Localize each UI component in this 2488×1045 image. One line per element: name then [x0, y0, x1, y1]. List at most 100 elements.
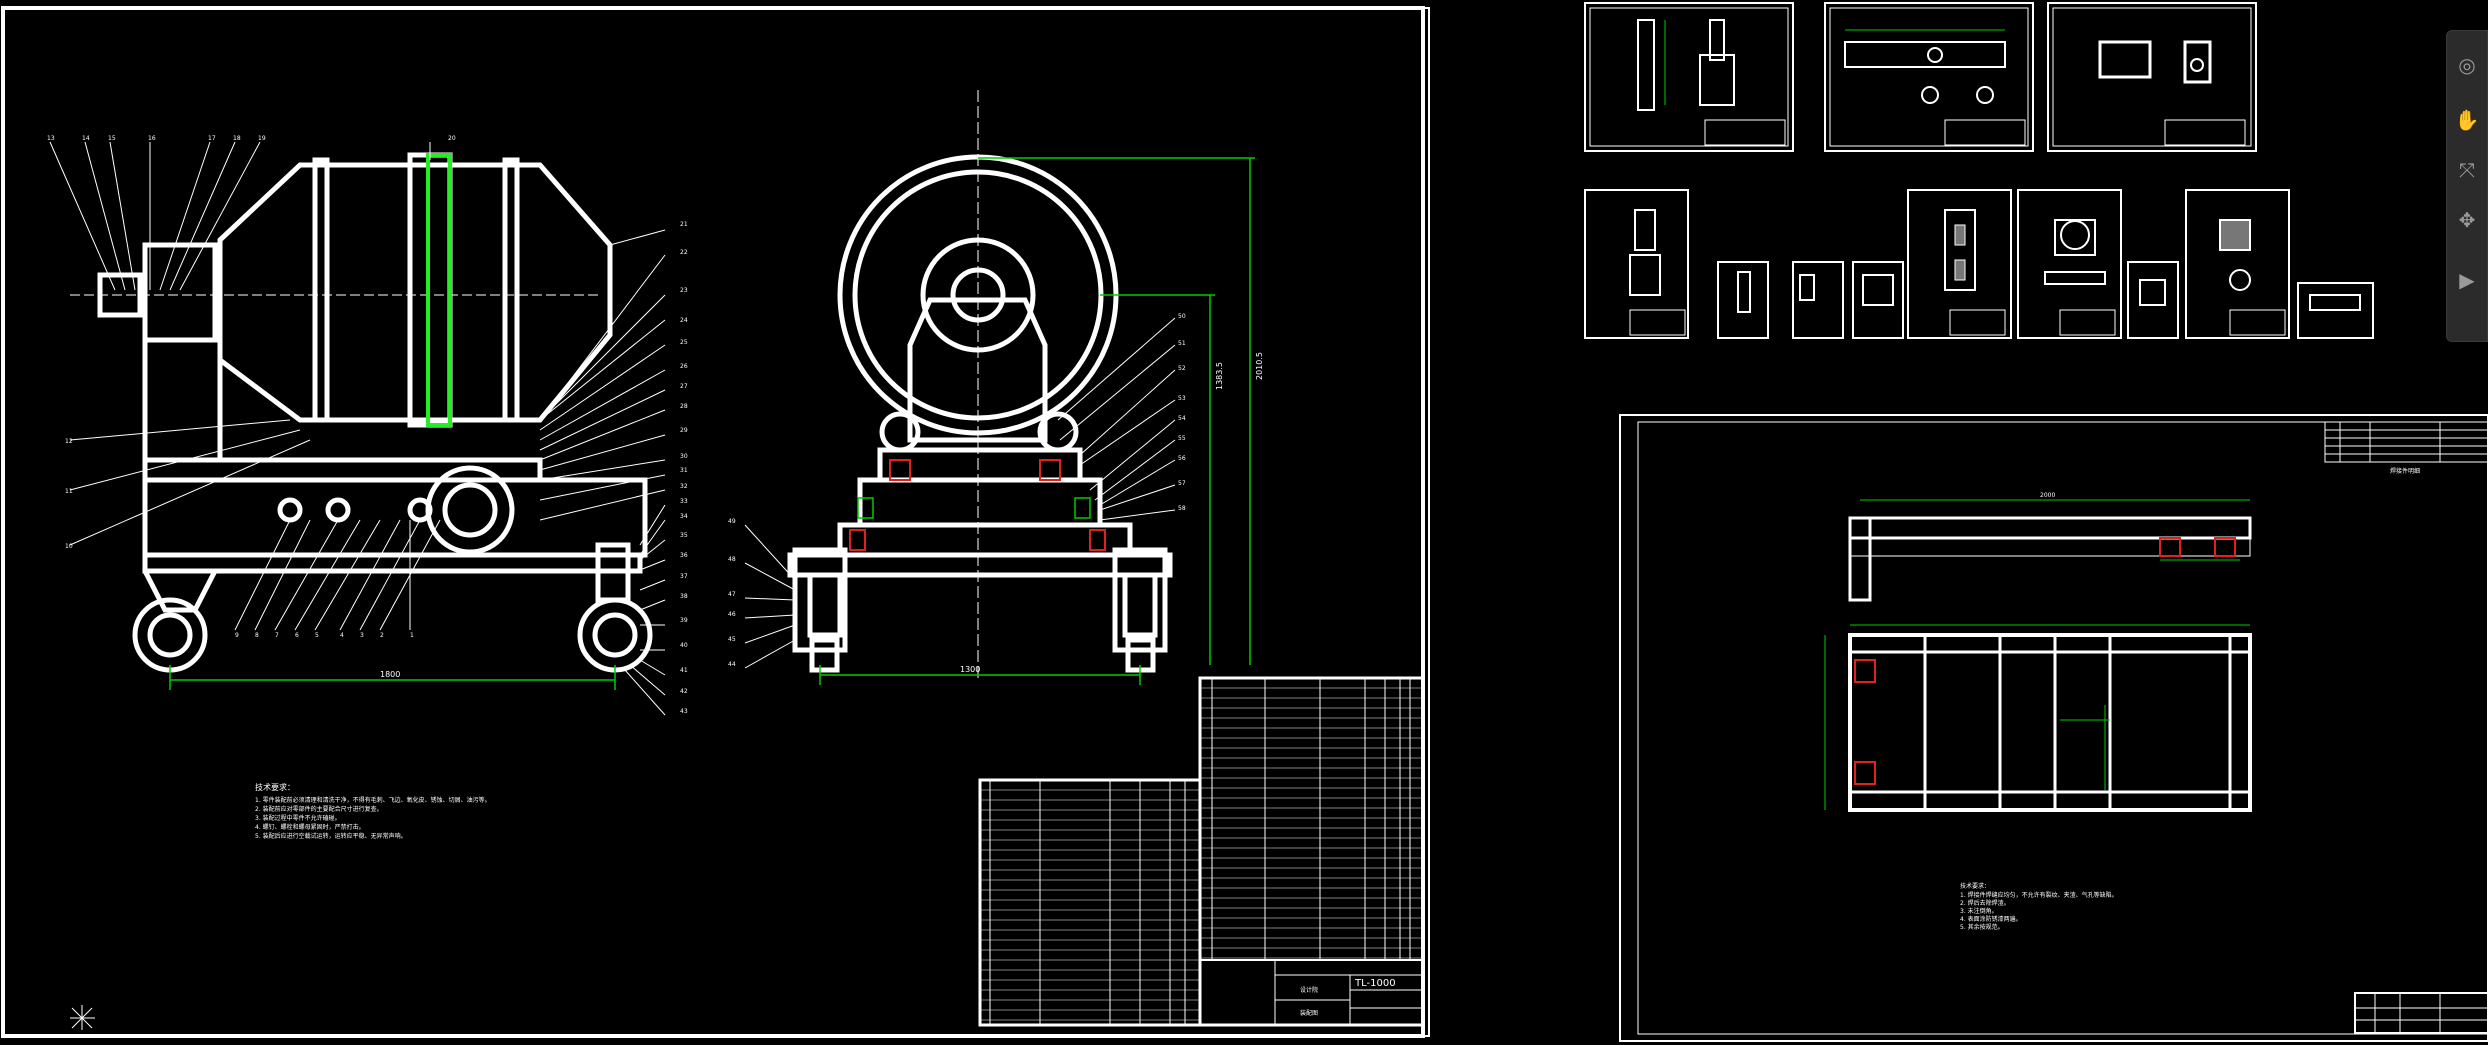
frame-dim-top: 2000: [2040, 492, 2055, 499]
balloon-number: 38: [680, 593, 688, 600]
detail-sheet-6[interactable]: [1792, 261, 1844, 339]
balloon-number: 50: [1178, 313, 1186, 320]
balloon-number: 27: [680, 383, 688, 390]
balloon-number: 20: [448, 135, 456, 142]
frame-hatch: [1854, 537, 2236, 785]
balloon-number: 37: [680, 573, 688, 580]
dim-front-width: 1300: [960, 665, 980, 674]
balloon-number: 54: [1178, 415, 1186, 422]
detail-sheet-2[interactable]: [1824, 2, 2034, 152]
balloon-number: 10: [65, 543, 73, 550]
balloon-number: 17: [208, 135, 216, 142]
steering-wheel-icon[interactable]: ◎: [2458, 53, 2476, 77]
balloon-number: 18: [233, 135, 241, 142]
bom-rows-left: [980, 789, 1200, 1021]
detail-sheet-9[interactable]: [2017, 189, 2122, 339]
balloon-number: 25: [680, 339, 688, 346]
frame-note-1: 1. 焊接件焊缝应均匀，不允许有裂纹、夹渣、气孔等缺陷。: [1960, 891, 2118, 899]
detail-sheet-4[interactable]: [1584, 189, 1689, 339]
main-notes: 技术要求： 1. 零件装配前必须清理和清洗干净，不得有毛刺、飞边、氧化皮、锈蚀、…: [255, 782, 491, 840]
frame-note-2: 2. 焊后去除焊渣。: [1960, 899, 2010, 907]
frame-parts-list: [2324, 421, 2488, 463]
drawing-number: TL-1000: [1354, 978, 1396, 989]
title-block: [1199, 959, 1424, 1026]
balloon-number: 23: [680, 287, 688, 294]
detail-sheet-3[interactable]: [2047, 2, 2257, 152]
side-view-leaders: [49, 141, 666, 716]
balloon-number: 24: [680, 317, 688, 324]
balloon-number: 15: [108, 135, 116, 142]
bom-rows-right: [1200, 687, 1423, 959]
drawing-name: 装配图: [1300, 1009, 1318, 1017]
balloon-number: 1: [410, 632, 414, 639]
detail-sheet-7[interactable]: [1852, 261, 1904, 339]
frame-note-5: 5. 其余按规范。: [1960, 923, 2004, 931]
balloon-number: 36: [680, 552, 688, 559]
company-name: 设计院: [1300, 986, 1318, 994]
balloon-number: 29: [680, 427, 688, 434]
detail-sheet-5[interactable]: [1717, 261, 1769, 339]
detail-sheet-8[interactable]: [1907, 189, 2012, 339]
main-note-3: 3. 装配过程中零件不允许磕碰。: [255, 814, 341, 822]
side-view-dimensions: [169, 665, 616, 690]
balloon-number: 30: [680, 453, 688, 460]
detail-sheet-11[interactable]: [2185, 189, 2290, 339]
balloon-number: 52: [1178, 365, 1186, 372]
front-view-hatch: [849, 459, 1106, 551]
showmotion-icon[interactable]: ▶: [2459, 268, 2475, 292]
detail-sheet-10[interactable]: [2127, 261, 2179, 339]
pan-icon[interactable]: ✋: [2454, 108, 2480, 132]
balloon-number: 58: [1178, 505, 1186, 512]
detail-sheets[interactable]: [1584, 2, 2374, 339]
balloon-number: 19: [258, 135, 266, 142]
balloon-number: 49: [728, 518, 736, 525]
balloon-number: 48: [728, 556, 736, 563]
front-view-dimensions: [819, 157, 1255, 685]
frame-note-4: 4. 表面涂防锈漆两遍。: [1960, 915, 2022, 923]
detail-sheet-1[interactable]: [1584, 2, 1794, 152]
main-notes-title: 技术要求：: [255, 782, 295, 792]
balloon-number: 26: [680, 363, 688, 370]
balloon-number: 56: [1178, 455, 1186, 462]
balloon-number: 57: [1178, 480, 1186, 487]
balloon-number: 28: [680, 403, 688, 410]
balloon-number: 8: [255, 632, 259, 639]
balloon-number: 4: [340, 632, 344, 639]
balloon-number: 13: [47, 135, 55, 142]
orbit-icon[interactable]: ✥: [2458, 208, 2476, 232]
frame-title-block: [2354, 992, 2488, 1034]
balloon-number: 34: [680, 513, 688, 520]
balloon-number: 53: [1178, 395, 1186, 402]
dim-vertical-2: 1383.5: [1215, 362, 1224, 390]
zoom-icon[interactable]: ⤧: [2459, 158, 2475, 182]
balloon-number: 9: [235, 632, 239, 639]
balloon-number: 5: [315, 632, 319, 639]
front-view-leaders: [744, 317, 1176, 669]
balloon-number: 47: [728, 591, 736, 598]
balloon-number: 7: [275, 632, 279, 639]
balloon-number: 42: [680, 688, 688, 695]
balloon-number: 44: [728, 661, 736, 668]
balloon-number: 40: [680, 642, 688, 649]
balloon-number: 41: [680, 667, 688, 674]
balloon-number: 21: [680, 221, 688, 228]
navigation-bar: ◎ ✋ ⤧ ✥ ▶: [2446, 30, 2488, 342]
main-assembly-sheet: [1, 6, 1430, 1038]
balloon-number: 45: [728, 636, 736, 643]
side-view-highlight: [426, 153, 452, 427]
main-note-2: 2. 装配前应对零部件的主要配合尺寸进行复查。: [255, 805, 383, 813]
balloon-number: 14: [82, 135, 90, 142]
balloon-number: 46: [728, 611, 736, 618]
main-note-4: 4. 螺钉、螺栓和螺母紧固时，严禁打击。: [255, 823, 365, 831]
frame-notes-title: 技术要求：: [1960, 882, 1990, 890]
balloon-number: 51: [1178, 340, 1186, 347]
detail-sheet-12[interactable]: [2297, 282, 2374, 339]
balloon-number: 39: [680, 617, 688, 624]
balloon-number: 16: [148, 135, 156, 142]
balloon-number: 31: [680, 467, 688, 474]
cad-crosshair-cursor: [70, 1005, 95, 1030]
balloon-number: 35: [680, 532, 688, 539]
frame-weldment-sheet[interactable]: [1619, 414, 2488, 1042]
